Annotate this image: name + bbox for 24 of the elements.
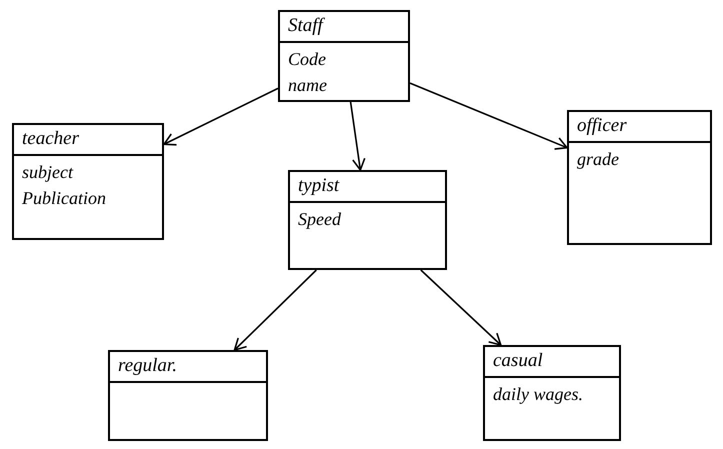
arrow (350, 102, 366, 171)
class-box (278, 10, 410, 102)
class-box (288, 170, 447, 270)
arrow (410, 82, 568, 150)
arrow (420, 269, 502, 346)
attribute: grade (577, 148, 620, 171)
class-name: Staff (288, 15, 323, 36)
attribute: Publication (22, 187, 107, 210)
attribute: subject (22, 161, 74, 184)
attribute: name (288, 74, 328, 97)
attribute: Code (288, 48, 327, 71)
attribute: Speed (298, 208, 342, 231)
class-name: casual (493, 350, 543, 371)
class-box (483, 345, 621, 441)
class-box (12, 123, 164, 240)
class-box (108, 350, 268, 441)
class-name: teacher (22, 128, 79, 149)
class-name: officer (577, 115, 627, 136)
class-name: regular. (118, 355, 177, 376)
arrow (163, 88, 278, 146)
class-box (567, 110, 712, 245)
arrow (234, 269, 317, 351)
attribute: daily wages. (493, 383, 584, 406)
class-name: typist (298, 175, 340, 196)
